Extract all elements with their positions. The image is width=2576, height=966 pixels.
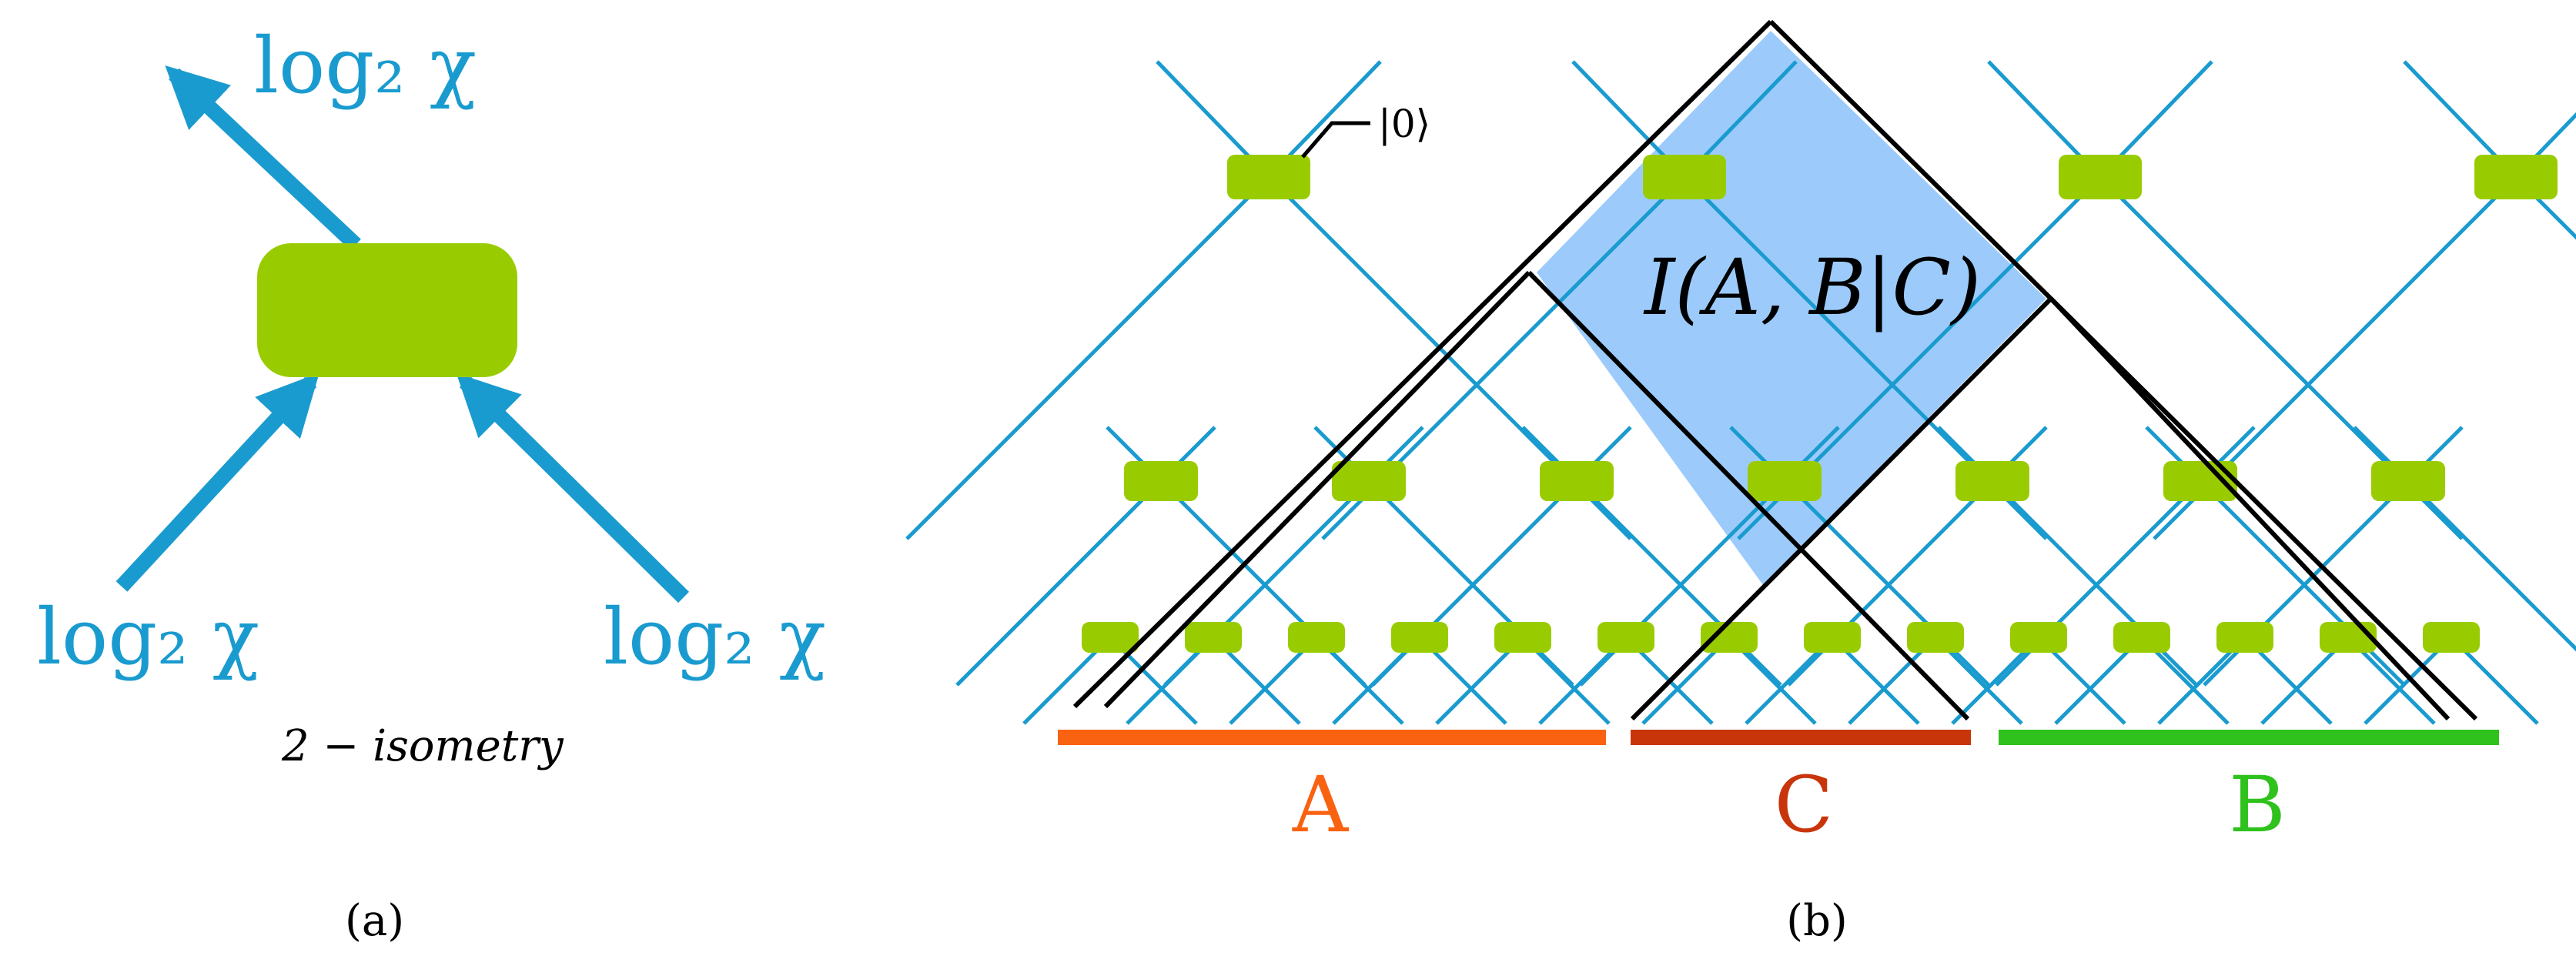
top-tensor [1643,155,1726,199]
middle-tensor [2163,461,2237,501]
region-label-b: B [2229,760,2286,850]
left-input-dimension-label: log₂ χ [37,592,259,682]
middle-tensor [1955,461,2029,501]
wire [2514,175,2576,240]
panel-b-tensor-network: |0⟩ I(A, B|C) A C B (b) [905,19,2576,946]
cone-outline [1072,19,1773,709]
cone-outline [1768,19,2478,721]
wire [905,175,1270,540]
middle-tensor [1748,461,1822,501]
wire [955,480,1163,687]
input-arrow-right [456,373,690,603]
network-tensors [1082,155,2558,653]
output-dimension-label: log₂ χ [254,21,477,111]
cone-outline [1630,296,2053,721]
bottom-tensor [2010,622,2067,653]
wire [2203,480,2410,687]
bottom-tensor [1597,622,1654,653]
right-input-dimension-label: log₂ χ [604,592,826,682]
panel-a-isometry: log₂ χ log₂ χ log₂ χ 2 − isometry (a) [37,21,826,946]
wire [2407,480,2576,652]
isometry-tensor [257,243,517,377]
region-label-c: C [1775,760,1834,850]
bottom-tensor [2216,622,2273,653]
isometry-caption: 2 − isometry [281,721,564,771]
wire [2199,480,2406,687]
bottom-tensor [1391,622,1448,653]
panel-a-sublabel: (a) [345,896,404,946]
bottom-tensor [1082,622,1139,653]
bottom-tensor [1494,622,1551,653]
causal-cone-outlines [1072,19,2478,721]
cone-outline [1103,270,1531,709]
middle-tensor [1540,461,1614,501]
middle-tensor [1124,461,1198,501]
bottom-tensor [1701,622,1758,653]
mutual-information-label: I(A, B|C) [1643,242,1981,333]
bottom-tensor [2113,622,2170,653]
bottom-tensor [1907,622,1964,653]
input-arrow-left [115,373,319,592]
cone-outline [1527,270,1970,721]
bottom-tensor [1804,622,1861,653]
bottom-tensor [1288,622,1345,653]
wire [1995,480,2202,687]
top-tensor [2059,155,2142,199]
ket-pointer-line [1301,121,1370,159]
middle-tensor [1332,461,1406,501]
cone-outline [2049,296,2451,721]
middle-tensor [2371,461,2445,501]
output-arrow [165,65,361,251]
top-tensor [1227,155,1310,199]
bottom-tensor [2423,622,2480,653]
bottom-tensor [1185,622,1242,653]
region-label-a: A [1292,760,1350,850]
panel-b-sublabel: (b) [1786,896,1848,946]
ket-zero-label: |0⟩ [1378,102,1430,146]
top-tensor [2474,155,2558,199]
